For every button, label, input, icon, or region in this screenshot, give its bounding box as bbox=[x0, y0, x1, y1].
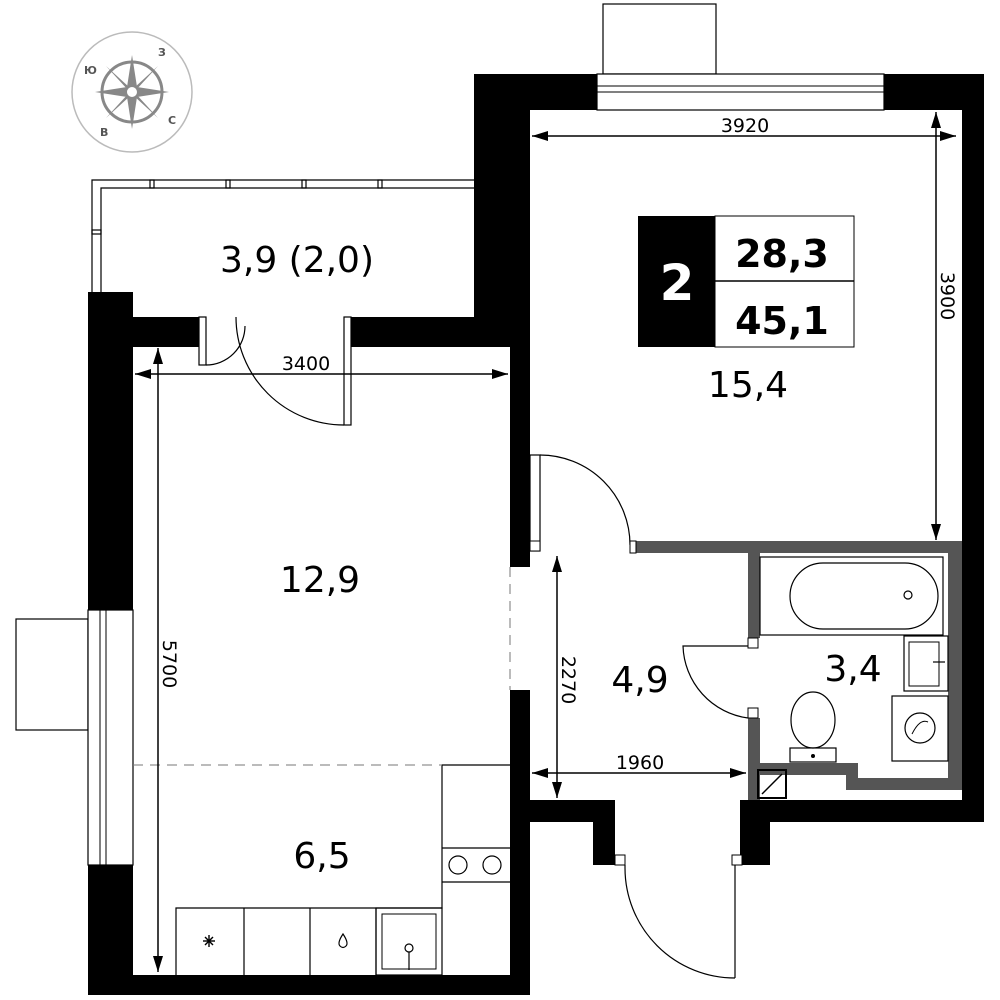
fridge-snowflake-icon bbox=[203, 935, 215, 947]
dim-bedroom-width: 3920 bbox=[532, 115, 956, 141]
dim-hall-width: 1960 bbox=[532, 752, 746, 778]
ac-unit-left bbox=[15, 618, 89, 731]
door-bathroom bbox=[682, 637, 759, 719]
dim-living-length: 5700 bbox=[153, 348, 180, 972]
area-living-room: 12,9 bbox=[280, 560, 360, 601]
balcony-railing bbox=[91, 179, 474, 292]
dim-bedroom-length: 3900 bbox=[931, 112, 958, 540]
dim-hall-length: 2270 bbox=[552, 556, 579, 798]
toilet-icon bbox=[789, 691, 837, 763]
exterior-walls bbox=[88, 74, 984, 995]
ac-unit-top bbox=[602, 3, 717, 75]
badge-room-count: 2 bbox=[660, 254, 695, 312]
washing-machine-icon bbox=[891, 695, 949, 762]
badge-total-area: 45,1 bbox=[735, 299, 829, 343]
bathtub-icon bbox=[759, 556, 944, 636]
water-heater-icon bbox=[338, 932, 348, 949]
bathroom-walls bbox=[632, 541, 962, 800]
kitchen-sink-icon bbox=[375, 907, 443, 976]
area-bathroom: 3,4 bbox=[824, 649, 881, 690]
dim-label-bedroom-width: 3920 bbox=[721, 115, 769, 137]
compass-label-v: В bbox=[100, 126, 108, 139]
dim-label-hall-length: 2270 bbox=[557, 656, 579, 704]
dim-living-width: 3400 bbox=[135, 353, 508, 379]
apartment-badge: 2 28,3 45,1 bbox=[638, 215, 855, 348]
window-bedroom bbox=[596, 73, 885, 111]
area-hallway: 4,9 bbox=[611, 660, 668, 701]
compass-label-z: З bbox=[158, 46, 166, 59]
stove-icon bbox=[448, 855, 502, 875]
dim-label-hall-width: 1960 bbox=[616, 752, 664, 774]
area-kitchen: 6,5 bbox=[293, 836, 350, 877]
compass-label-s: С bbox=[168, 114, 176, 127]
compass-icon: З Ю В С bbox=[71, 31, 193, 153]
shaft-icon bbox=[757, 769, 787, 799]
door-bedroom bbox=[529, 454, 637, 554]
dim-label-living-length: 5700 bbox=[158, 640, 180, 688]
area-balcony: 3,9 (2,0) bbox=[220, 240, 374, 281]
badge-living-area: 28,3 bbox=[735, 232, 829, 276]
door-balcony bbox=[198, 316, 352, 426]
compass-label-yu: Ю bbox=[84, 64, 97, 77]
area-bedroom: 15,4 bbox=[708, 365, 788, 406]
dim-label-living-width: 3400 bbox=[282, 353, 330, 375]
window-living bbox=[87, 609, 134, 866]
door-entrance bbox=[614, 854, 743, 979]
sink-icon bbox=[903, 635, 949, 692]
dim-label-bedroom-length: 3900 bbox=[936, 272, 958, 320]
